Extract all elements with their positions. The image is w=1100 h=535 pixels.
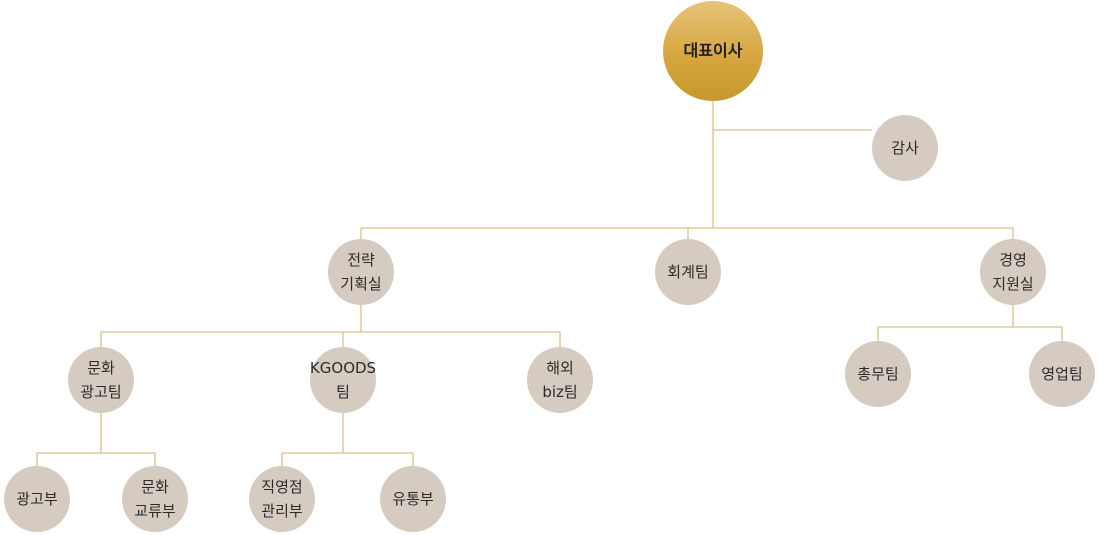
node-distribution-dept: 유통부 [380, 466, 446, 532]
node-culture-exchange-dept: 문화 교류부 [122, 466, 188, 532]
node-direct-store-dept: 직영점 관리부 [249, 466, 315, 532]
node-overseas-biz: 해외 biz팀 [527, 347, 593, 413]
node-general-affairs: 총무팀 [845, 341, 911, 407]
node-culture-ad: 문화 광고팀 [68, 347, 134, 413]
node-kgoods: KGOODS팀 [310, 347, 376, 413]
node-strategy: 전략 기획실 [328, 239, 394, 305]
node-management-support: 경영 지원실 [980, 239, 1046, 305]
node-sales: 영업팀 [1029, 341, 1095, 407]
node-advertising-dept: 광고부 [4, 466, 70, 532]
node-accounting: 회계팀 [655, 239, 721, 305]
node-ceo: 대표이사 [663, 1, 763, 101]
node-audit: 감사 [872, 115, 938, 181]
